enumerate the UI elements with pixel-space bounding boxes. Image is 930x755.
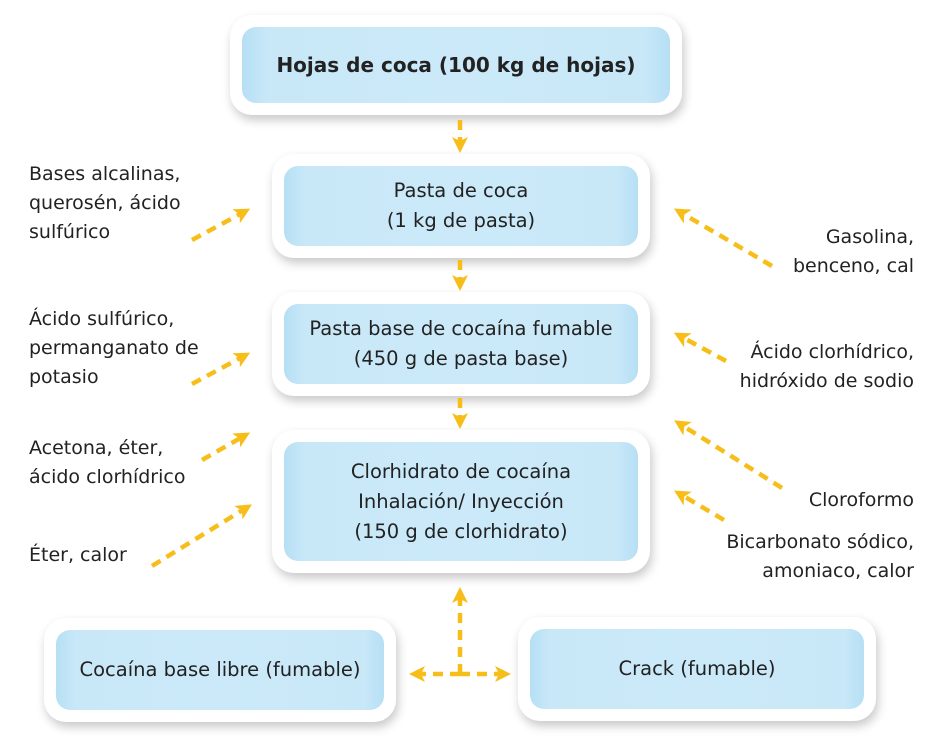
reagent-line: sulfúrico (29, 221, 111, 243)
reagent-line: Ácido clorhídrico, (750, 341, 914, 363)
box-clorhidrato-line-1: Clorhidrato de cocaína (350, 459, 572, 483)
reagent-left-clorhidrato-a: Acetona, éter, ácido clorhídrico (29, 434, 185, 492)
box-crack-text: Crack (fumable) (618, 657, 776, 680)
box-clorhidrato-line-3: (150 g de clorhidrato) (354, 519, 568, 543)
arrow-left-reagent-pasta (190, 208, 251, 242)
reagent-left-clorhidrato-b: Éter, calor (29, 541, 127, 570)
box-pasta-line-2: (1 kg de pasta) (386, 209, 536, 232)
reagent-right-clorhidrato-b: Bicarbonato sódico, amoniaco, calor (726, 528, 914, 586)
box-clorhidrato-line-2: Inhalación/ Inyección (358, 489, 564, 513)
reagent-line: Ácido sulfúrico, (29, 308, 175, 330)
reagent-line: Gasolina, (825, 226, 914, 248)
box-pasta-base-line-1: Pasta base de cocaína fumable (309, 317, 613, 340)
box-pasta-line-1: Pasta de coca (393, 179, 529, 202)
reagent-line: potasio (29, 366, 99, 388)
reagent-right-clorhidrato-a: Cloroformo (809, 486, 914, 515)
box-hojas-de-coca: Hojas de coca (100 kg de hojas) (230, 15, 682, 115)
reagent-line: Éter, calor (29, 544, 127, 566)
reagent-line: benceno, cal (792, 255, 914, 277)
reagent-line: Bicarbonato sódico, (726, 531, 914, 553)
reagent-left-pasta-base: Ácido sulfúrico, permanganato de potasio (29, 305, 199, 392)
arrow-left-reagent-clorhidrato-b (150, 504, 252, 568)
box-base-libre-text: Cocaína base libre (fumable) (79, 658, 361, 681)
arrow-right-reagent-clorhidrato-b (673, 490, 726, 522)
reagent-left-pasta: Bases alcalinas, querosén, ácido sulfúri… (29, 160, 181, 247)
box-hojas-text: Hojas de coca (100 kg de hojas) (276, 53, 636, 77)
reagent-line: Acetona, éter, (29, 437, 164, 459)
reagent-line: ácido clorhídrico (29, 466, 186, 488)
box-pasta-base: Pasta base de cocaína fumable (450 g de … (272, 292, 650, 396)
reagent-line: amoniaco, calor (762, 560, 914, 582)
box-base-libre: Cocaína base libre (fumable) (44, 618, 396, 722)
reagent-line: Bases alcalinas, (29, 163, 181, 185)
reagent-line: querosén, ácido (29, 192, 181, 214)
arrow-right-reagent-pasta-base (673, 332, 728, 363)
reagent-line: permanganato de (29, 337, 199, 359)
reagent-right-pasta: Gasolina, benceno, cal (793, 223, 914, 281)
reagent-line: hidróxido de sodio (739, 370, 914, 392)
box-clorhidrato: Clorhidrato de cocaína Inhalación/ Inyec… (272, 430, 650, 573)
arrow-left-reagent-clorhidrato-a (200, 432, 251, 462)
box-pasta-base-line-2: (450 g de pasta base) (353, 347, 569, 370)
reagent-right-pasta-base: Ácido clorhídrico, hidróxido de sodio (740, 338, 914, 396)
reagent-line: Cloroformo (808, 489, 914, 511)
box-pasta-de-coca: Pasta de coca (1 kg de pasta) (272, 154, 650, 258)
arrow-right-reagent-pasta (673, 208, 774, 268)
arrow-right-reagent-clorhidrato-a (674, 420, 784, 490)
arrow-left-reagent-pasta-base (190, 352, 251, 386)
box-crack: Crack (fumable) (518, 617, 876, 721)
